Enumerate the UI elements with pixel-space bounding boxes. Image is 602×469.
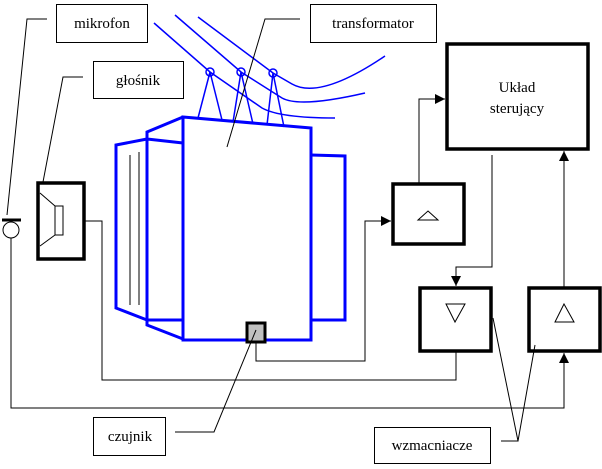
radiator-fins bbox=[129, 152, 140, 305]
control-unit-label-2: sterujący bbox=[490, 101, 545, 117]
triangle-up-icon bbox=[554, 302, 575, 323]
transformer-left-radiator bbox=[114, 137, 148, 322]
sensor-label: czujnik bbox=[108, 429, 153, 445]
microphone-leader bbox=[6, 18, 47, 216]
transformer-label-box bbox=[310, 4, 437, 43]
transformer-right-radiator bbox=[310, 153, 347, 322]
sensor-to-amplifier-line bbox=[255, 216, 391, 362]
transformer-left-panel bbox=[145, 115, 184, 341]
triangle-down-icon bbox=[445, 303, 466, 324]
amplifier-input bbox=[391, 182, 466, 246]
speaker-label-box bbox=[93, 61, 184, 99]
control-to-amplifier-line bbox=[451, 155, 493, 286]
speaker-leader bbox=[42, 76, 83, 183]
amplifiers-leader bbox=[492, 317, 536, 442]
sensor-leader bbox=[175, 329, 257, 433]
transformer-drawing bbox=[114, 14, 386, 342]
speaker-symbol bbox=[36, 181, 86, 261]
microphone-symbol bbox=[2, 218, 21, 239]
bushings bbox=[197, 67, 285, 128]
control-unit-label-1: Układ bbox=[499, 80, 536, 96]
microphone-to-amplifier-line bbox=[10, 238, 569, 409]
power-line-2 bbox=[174, 14, 366, 103]
speaker-label: głośnik bbox=[116, 73, 161, 89]
amplifiers-label: wzmacniacze bbox=[392, 438, 473, 454]
amplifier-microphone bbox=[527, 286, 602, 353]
microphone-label: mikrofon bbox=[74, 16, 130, 32]
transformer-leader bbox=[226, 18, 300, 148]
transformer-label: transformator bbox=[332, 16, 414, 32]
microphone-label-box bbox=[56, 4, 148, 43]
triangle-up-icon bbox=[416, 210, 440, 221]
amplifier-output-speaker bbox=[418, 286, 493, 353]
amplifiers-label-box bbox=[374, 427, 491, 464]
sensor-label-box bbox=[93, 417, 166, 456]
power-line-3 bbox=[197, 16, 386, 90]
transformer-main-body bbox=[181, 115, 313, 342]
amplifier-to-speaker-line bbox=[66, 216, 457, 381]
amplifier-to-control-line bbox=[418, 94, 445, 183]
sensor-block bbox=[245, 321, 267, 344]
control-unit: Układ sterujący bbox=[445, 42, 590, 151]
